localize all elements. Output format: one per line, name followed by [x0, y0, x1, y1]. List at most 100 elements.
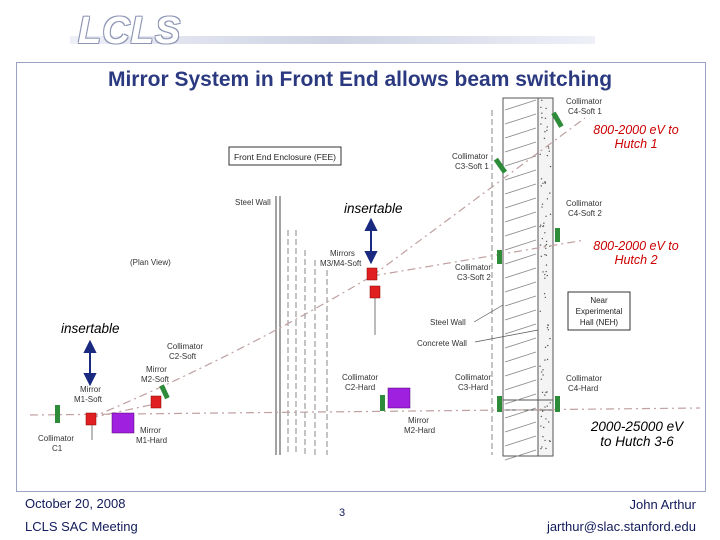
- concrete-dot: [542, 271, 544, 273]
- concrete-dots: [539, 99, 552, 450]
- hutch1-note: 800-2000 eV to Hutch 1: [574, 123, 698, 151]
- concrete-dot: [541, 203, 544, 205]
- collimator-c3-soft2: [497, 250, 502, 264]
- collimator-c2-hard-label-1: C2-Hard: [345, 383, 375, 392]
- concrete-dot: [549, 165, 552, 168]
- concrete-dot: [544, 117, 547, 120]
- hatch-line: [504, 407, 537, 419]
- concrete-dot: [546, 198, 549, 200]
- collimator-c4-hard-label-0: Collimator: [566, 374, 602, 383]
- collimator-c2-soft-label-0: Collimator: [167, 342, 203, 351]
- collimator-c3-soft2-label-0: Collimator: [455, 263, 491, 272]
- concrete-hatch: [504, 99, 537, 461]
- concrete-dot: [541, 446, 543, 448]
- collimator-c3-hard-label-0: Collimator: [455, 373, 491, 382]
- concrete-dot: [541, 391, 544, 394]
- neh-line-2: Hall (NEH): [580, 318, 619, 327]
- concrete-dot: [540, 425, 542, 427]
- mirror-m4-soft: [369, 285, 381, 299]
- collimator-marks: [55, 111, 564, 423]
- plan-view-label: (Plan View): [130, 258, 171, 267]
- hutch3-line-1: to Hutch 3-6: [600, 434, 674, 449]
- concrete-dot: [541, 206, 543, 208]
- concrete-dot: [544, 277, 546, 279]
- arrow-top-head-down: [364, 251, 378, 265]
- page-title: Mirror System in Front End allows beam s…: [107, 68, 613, 91]
- hatch-line: [504, 141, 537, 153]
- grid-lines: [287, 110, 493, 455]
- concrete-dot: [539, 225, 541, 228]
- collimator-c4-soft1-label-0: Collimator: [566, 97, 602, 106]
- concrete-dot: [546, 391, 548, 393]
- beam-hutch1: [371, 117, 586, 277]
- concrete-dot: [544, 182, 546, 184]
- concrete-dot: [547, 344, 549, 347]
- collimator-c1: [55, 405, 60, 423]
- concrete-dot: [545, 418, 547, 420]
- concrete-dot: [545, 391, 547, 394]
- hatch-line: [504, 337, 537, 349]
- collimator-c3-soft1: [493, 157, 508, 174]
- footer-email: jarthur@slac.stanford.edu: [546, 519, 696, 534]
- fee-box: Front End Enclosure (FEE): [228, 146, 342, 166]
- hatch-line: [504, 281, 537, 293]
- concrete-dot: [546, 126, 548, 128]
- insertable-arrows: [83, 217, 378, 387]
- neh-line-0: Near: [590, 296, 608, 305]
- concrete-dot: [541, 410, 544, 412]
- concrete-dot: [544, 406, 546, 408]
- mirrors-m3-m4-label-1: M3/M4-Soft: [320, 259, 362, 268]
- arrow-top-head-up: [364, 217, 378, 231]
- concrete-dot: [541, 99, 543, 102]
- insertable-top-label: insertable: [344, 201, 403, 216]
- hatch-line: [504, 323, 537, 335]
- concrete-dot: [547, 324, 549, 326]
- collimator-c4-soft2: [555, 228, 560, 242]
- concrete-dot: [546, 154, 549, 157]
- mirror-marks: [85, 267, 411, 434]
- concrete-dot: [544, 253, 546, 256]
- hatch-line: [504, 309, 537, 321]
- concrete-dot: [546, 358, 549, 361]
- concrete-dot: [543, 293, 546, 295]
- neh-box: Near Experimental Hall (NEH): [567, 291, 631, 331]
- mirror-m2-soft-label-0: Mirror: [146, 365, 167, 374]
- concrete-dot: [549, 337, 551, 340]
- beam-soft-branch: [89, 275, 373, 419]
- mirrors-m3-m4-label-0: Mirrors: [330, 249, 355, 258]
- hatch-line: [504, 365, 537, 377]
- hatch-line: [504, 239, 537, 251]
- arrow-left-head-up: [83, 339, 97, 353]
- hatch-line: [504, 379, 537, 391]
- mirror-m1-soft-label-0: Mirror: [80, 385, 101, 394]
- concrete-dot: [540, 378, 543, 380]
- hatch-line: [504, 211, 537, 223]
- concrete-dot: [542, 369, 544, 371]
- hatch-line: [504, 183, 537, 195]
- beam-hutch2: [371, 239, 586, 277]
- concrete-dot: [540, 123, 542, 125]
- collimator-c3-soft2-label-1: C3-Soft 2: [457, 273, 491, 282]
- mirror-m2-soft: [150, 395, 162, 409]
- mirror-m2-hard-label-1: M2-Hard: [404, 426, 435, 435]
- footer-page-number: 3: [339, 507, 346, 519]
- hutch2-line-0: 800-2000 eV to: [593, 239, 679, 253]
- concrete-dot: [542, 182, 544, 185]
- hutch1-line-1: Hutch 1: [614, 137, 658, 151]
- hatch-line: [504, 449, 537, 461]
- concrete-dot: [546, 274, 548, 277]
- concrete-dot: [542, 225, 544, 228]
- collimator-c4-soft2-label-0: Collimator: [566, 199, 602, 208]
- concrete-dot: [549, 213, 552, 216]
- collimator-c4-soft1-label-1: C4-Soft 1: [568, 107, 602, 116]
- mirror-m1-hard-label-0: Mirror: [140, 426, 161, 435]
- collimator-c4-hard: [555, 396, 560, 412]
- concrete-dot: [544, 359, 546, 361]
- collimator-c2-soft-label-1: C2-Soft: [169, 352, 197, 361]
- hutch3-note: 2000-25000 eV to Hutch 3-6: [578, 419, 696, 449]
- concrete-dot: [541, 237, 544, 240]
- concrete-dot: [544, 346, 547, 349]
- concrete-dot: [544, 273, 546, 276]
- neh-line-1: Experimental: [576, 307, 623, 316]
